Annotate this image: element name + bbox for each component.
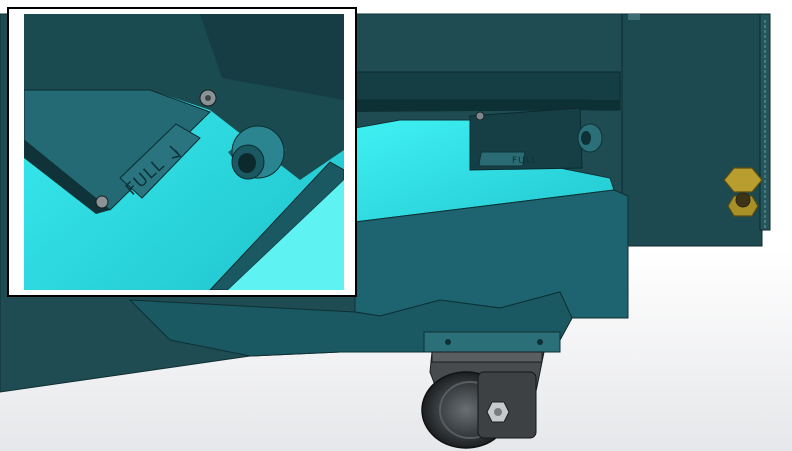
down-arrow-icon	[169, 145, 182, 159]
full-label-plate-small	[478, 151, 526, 167]
brass-nut	[723, 167, 763, 193]
full-label-small: FULL	[512, 156, 538, 166]
door-top-latch	[628, 14, 640, 20]
inset-full-plate	[119, 123, 201, 199]
inset-bushing	[228, 125, 286, 180]
screw-small	[475, 111, 485, 121]
inset-screw-bottom	[95, 195, 109, 209]
inset-detail-view: FULL	[7, 7, 357, 297]
